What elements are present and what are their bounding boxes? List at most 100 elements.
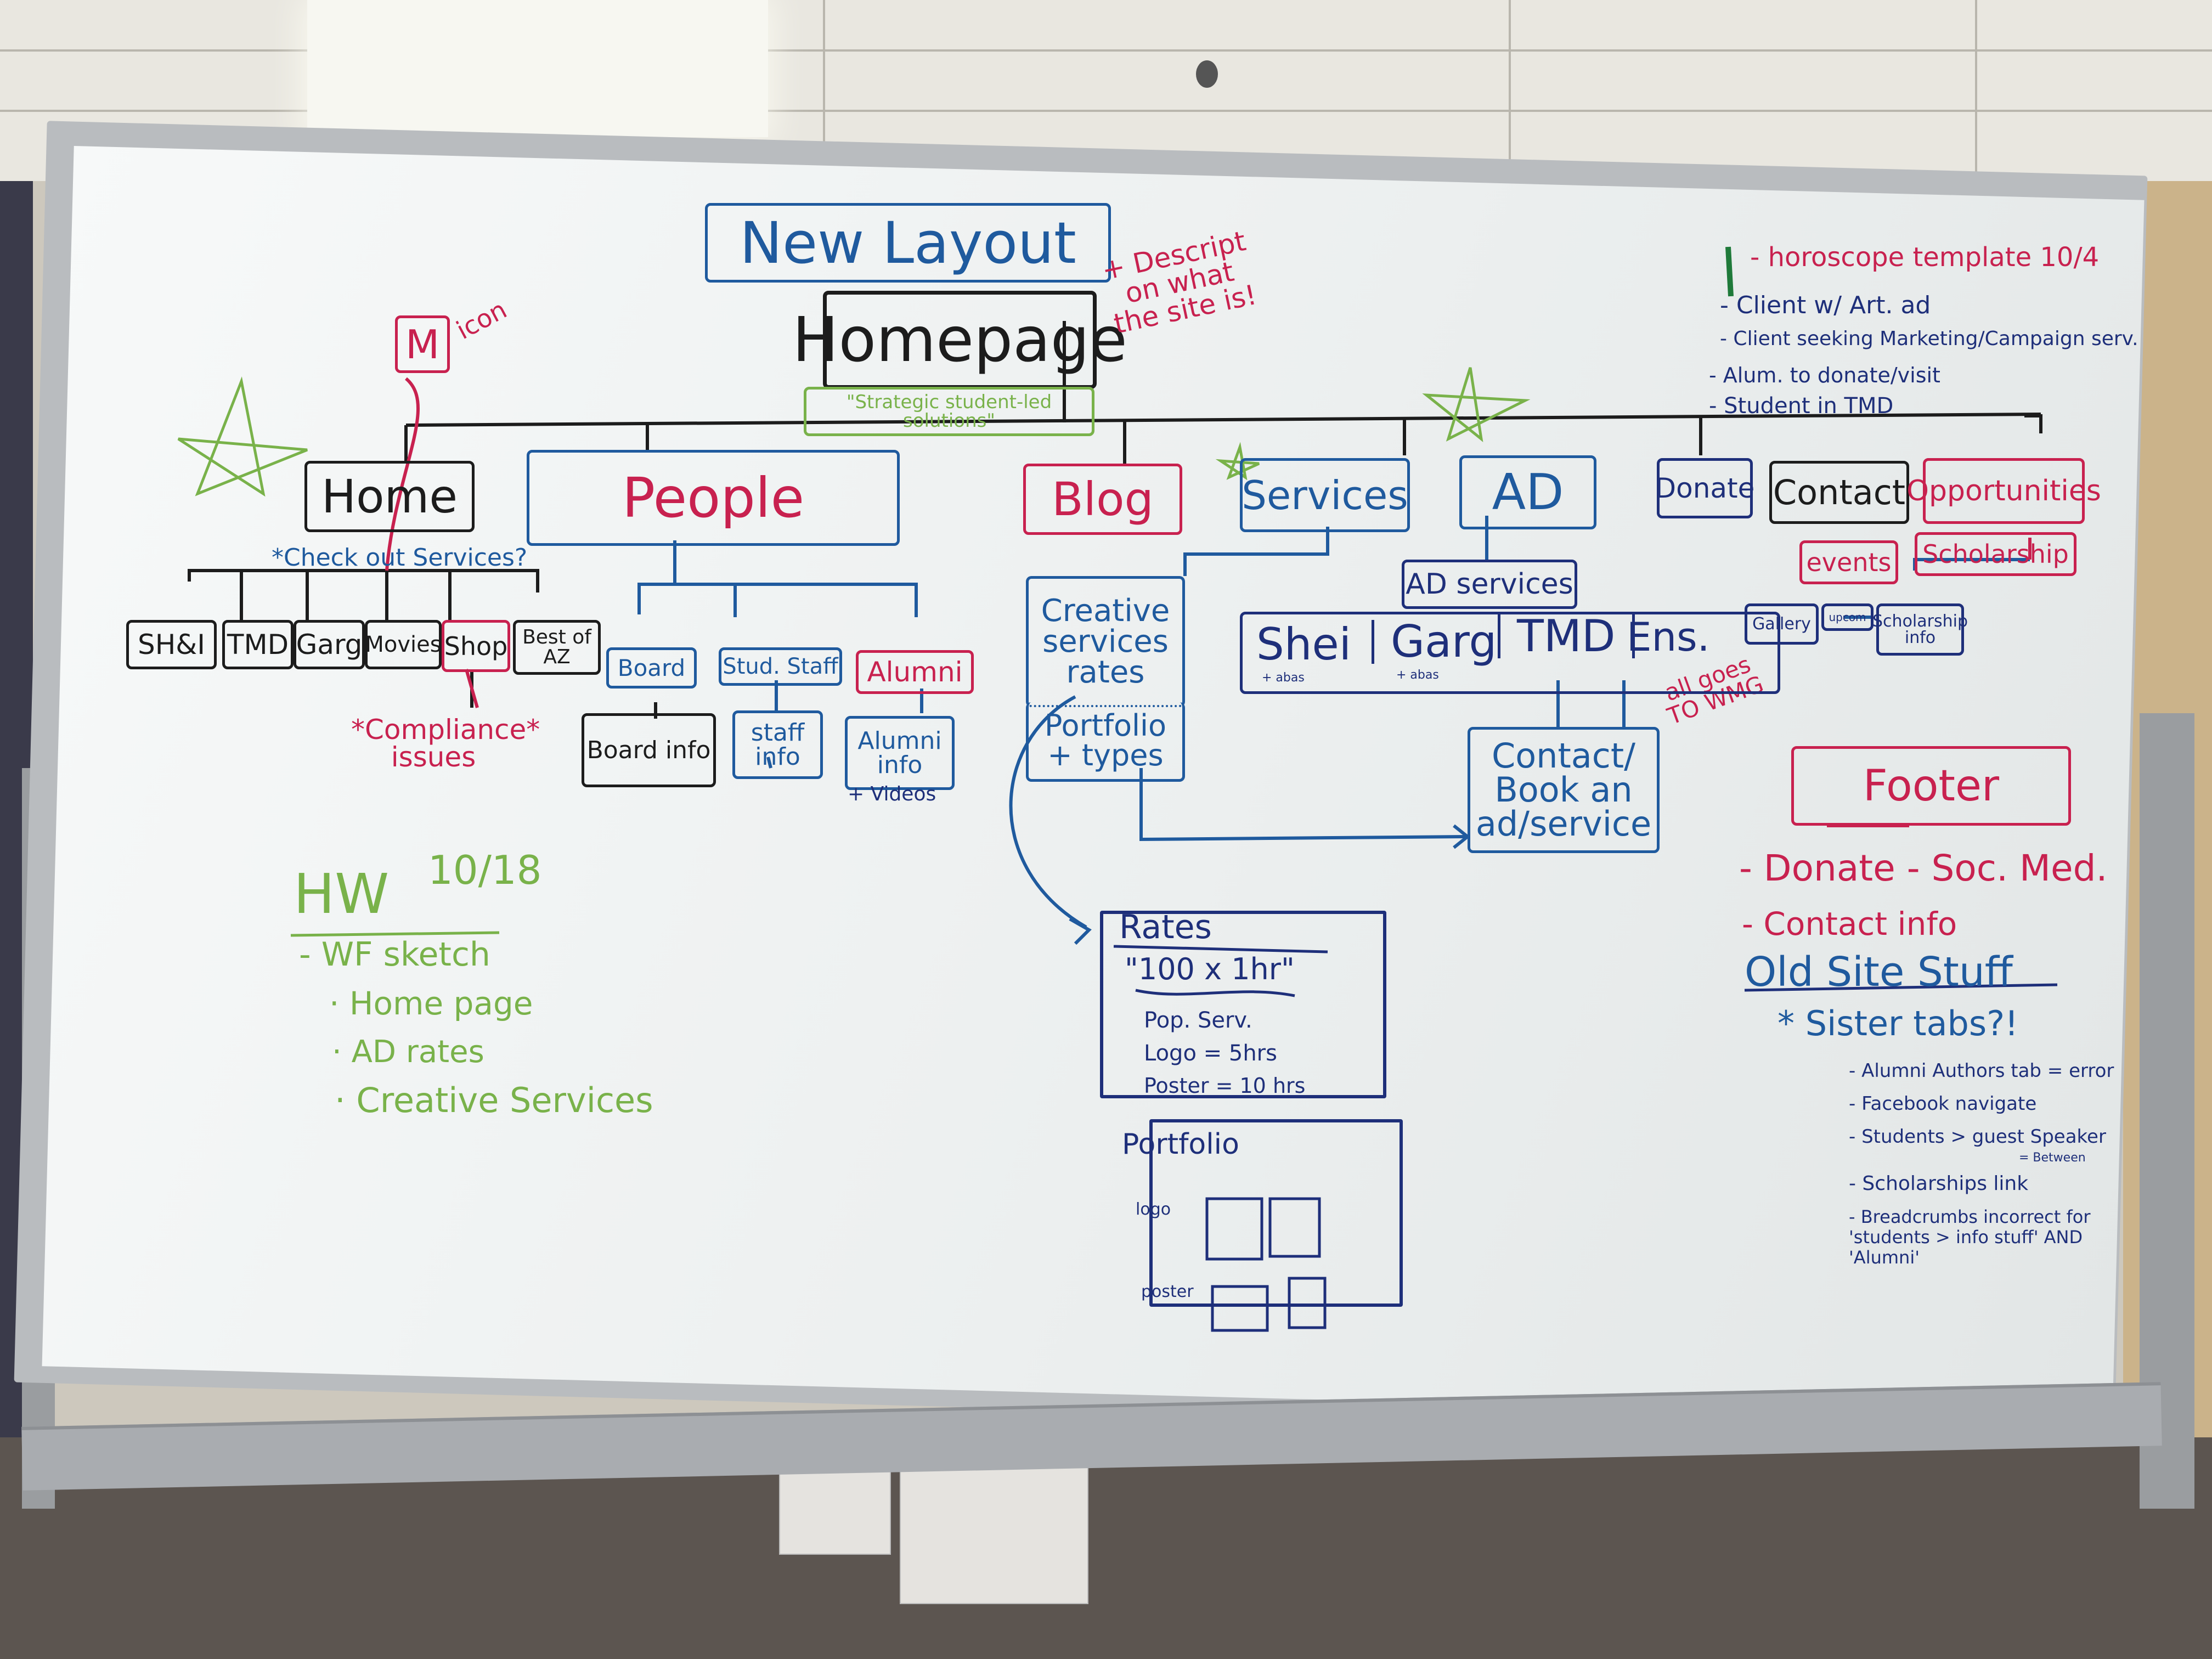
ad-services: AD services: [1402, 560, 1577, 609]
people-branch: [675, 583, 918, 617]
nav-node-contact: Contact: [1769, 461, 1909, 524]
home-note: *Check out Services?: [272, 544, 528, 572]
todo-item: - horoscope template 10/4: [1750, 242, 2100, 273]
nav-node-home: Home: [304, 461, 475, 532]
todo-item: - Alum. to donate/visit: [1709, 363, 1940, 387]
portfolio-poster-label: poster: [1141, 1282, 1194, 1301]
ceiling-light: [307, 0, 768, 137]
footer-box: Footer: [1791, 746, 2071, 826]
hw-item: · AD rates: [332, 1034, 484, 1070]
board-info: Board info: [582, 713, 716, 787]
creative-services: Creative services rates: [1026, 576, 1185, 707]
arrow-to-rates: [1009, 695, 1087, 929]
people-stud-staff: Stud. Staff: [719, 647, 842, 686]
logo-thumb: [1268, 1197, 1321, 1258]
home-item: Movies: [365, 620, 442, 669]
opp-scholarship-info: Scholarship info: [1872, 603, 1968, 656]
rates-line: Logo = 5hrs: [1144, 1041, 1277, 1066]
poster-thumb: [1288, 1277, 1327, 1329]
ad-garg-sub: + abas: [1396, 668, 1439, 682]
todo-item: - Client w/ Art. ad: [1720, 291, 1931, 319]
old-site-underline: [1744, 983, 2058, 992]
ad-item-shei: Shei: [1256, 619, 1351, 670]
green-tick: [1725, 246, 1734, 297]
portfolio-title: Portfolio: [1122, 1128, 1239, 1161]
ad-shei-sub: + abas: [1262, 671, 1305, 685]
todo-item: - Student in TMD: [1709, 393, 1894, 419]
sketch-lines: [1113, 945, 2058, 1332]
old-site-heading: Old Site Stuff: [1745, 949, 2013, 996]
rates-line: "100 x 1hr": [1125, 952, 1295, 986]
nav-bar-line: [405, 413, 2041, 427]
footer-line: - Donate - Soc. Med.: [1739, 847, 2108, 889]
nav-node-opportunities: Opportunities: [1906, 458, 2101, 524]
ceiling-grid-line: [0, 110, 2212, 112]
green-stars: [177, 367, 1531, 937]
red-lines: [385, 377, 2032, 827]
staff-info: staff info: [732, 710, 823, 779]
opp-upcoming: upcom: [1821, 603, 1874, 631]
opp-gallery: Gallery: [1745, 603, 1819, 645]
alumni-videos: + Videos: [848, 783, 936, 805]
home-item: SH&I: [126, 620, 217, 669]
footer-note: - Facebook navigate: [1849, 1093, 2037, 1115]
services-branch: [1183, 527, 1329, 576]
contact-book-ad: Contact/ Book an ad/service: [1468, 727, 1660, 853]
rates-line: Poster = 10 hrs: [1144, 1074, 1306, 1098]
hw-title: HW: [294, 862, 390, 926]
alumni-info: Alumni info: [845, 716, 955, 790]
opp-scholarship: Scholarship: [1915, 532, 2076, 576]
home-item: Garg: [294, 620, 365, 669]
footer-note: - Alumni Authors tab = error: [1849, 1060, 2114, 1082]
footer-note: - Breadcrumbs incorrect for 'students > …: [1849, 1206, 2091, 1268]
rates-line: Pop. Serv.: [1144, 1008, 1252, 1033]
portfolio-logo-label: logo: [1136, 1200, 1171, 1219]
people-board: Board: [606, 647, 697, 689]
hw-item: · Home page: [329, 985, 533, 1022]
logo-thumb: [1205, 1197, 1263, 1261]
ceiling-grid-line: [823, 0, 825, 181]
home-item: TMD: [222, 620, 294, 669]
footer-note: - Scholarships link: [1849, 1172, 2029, 1195]
nav-node-donate: Donate: [1655, 458, 1754, 518]
star-home: [177, 376, 308, 497]
compliance-link: [465, 669, 479, 708]
ad-item-tmd: TMD: [1498, 614, 1635, 658]
star-ad: [1422, 367, 1531, 442]
hw-item: · Creative Services: [335, 1080, 653, 1120]
people-branch: [637, 540, 676, 614]
ceiling-grid-line: [1509, 0, 1511, 181]
portfolio-sketch: [1149, 1119, 1403, 1307]
rates-sketch: [1100, 911, 1386, 1098]
nav-node-ad: AD: [1459, 455, 1596, 529]
root-node-homepage: Homepage: [792, 291, 1127, 389]
sprinkler-head: [1196, 60, 1218, 88]
m-icon-link: [385, 377, 420, 571]
sitemap-lines: [188, 321, 2042, 719]
compliance-note: *Compliance* issues: [351, 714, 540, 773]
arrowhead: [1069, 917, 1092, 945]
nav-node-blog: Blog: [1023, 464, 1182, 535]
ad-item-ens: Ens.: [1627, 614, 1710, 660]
title-box: New Layout: [705, 203, 1111, 283]
rates-wave: [1135, 989, 1295, 997]
poster-thumb: [1211, 1285, 1269, 1332]
todo-item: - Client seeking Marketing/Campaign serv…: [1720, 328, 2138, 350]
stand-leg-right: [2140, 713, 2194, 1509]
portfolio-types: Portfolio + types: [1026, 702, 1185, 782]
tagline: "Strategic student-led solutions": [804, 387, 1094, 436]
hw-item: - WF sketch: [299, 935, 490, 974]
footer-note: - Students > guest Speaker: [1849, 1126, 2106, 1148]
nav-node-people: People: [527, 450, 900, 546]
footer-note-between: = Between: [2019, 1151, 2086, 1165]
ad-item-garg: Garg: [1372, 620, 1497, 664]
footer-line: - Contact info: [1742, 905, 1957, 943]
sister-tabs: * Sister tabs?!: [1778, 1003, 2018, 1043]
alumni-plus: [766, 757, 772, 769]
home-branch-line: [188, 569, 539, 592]
nav-node-services: Services: [1240, 458, 1410, 532]
opp-events: events: [1799, 540, 1898, 584]
home-item-shop: Shop: [442, 620, 510, 672]
ceiling-grid-line: [1975, 0, 1977, 181]
